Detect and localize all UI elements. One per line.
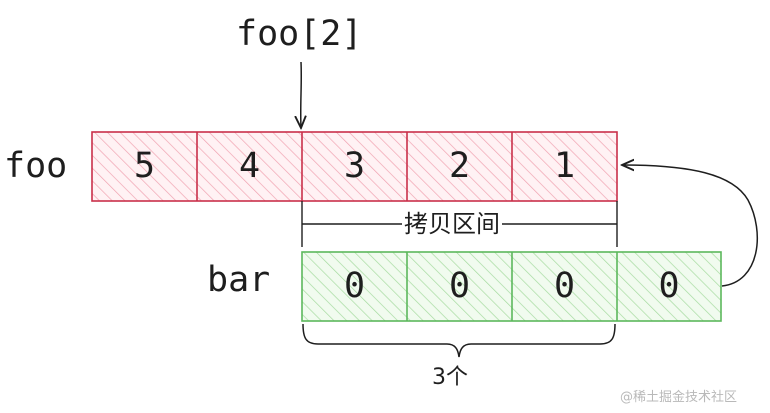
count-label: 3个 — [432, 365, 468, 390]
bar-value-2: 0 — [553, 266, 576, 306]
bar-value-0: 0 — [343, 266, 366, 306]
foo-value-1: 4 — [238, 146, 261, 186]
foo-value-4: 1 — [553, 146, 576, 186]
bar-value-3: 0 — [658, 266, 680, 306]
foo-array — [91, 131, 618, 202]
foo-value-0: 5 — [133, 146, 156, 186]
foo-array-box — [91, 131, 618, 202]
bar-label: bar — [207, 260, 271, 300]
pointer-arrow — [301, 61, 302, 128]
copy-range-label: 拷贝区间 — [402, 210, 502, 238]
foo-value-2: 3 — [343, 146, 366, 186]
foo-label: foo — [4, 146, 68, 186]
bar-value-1: 0 — [448, 266, 471, 306]
foo-value-3: 2 — [448, 146, 471, 186]
bar-array — [301, 251, 722, 322]
count-curly-brace — [302, 323, 616, 358]
return-arrow — [622, 165, 759, 287]
watermark: @稀土掘金技术社区 — [620, 390, 738, 405]
pointer-label: foo[2] — [236, 14, 363, 54]
